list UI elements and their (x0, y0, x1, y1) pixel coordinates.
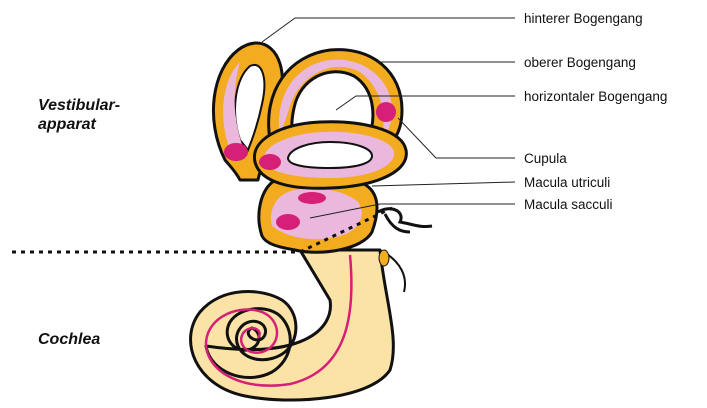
nerve (378, 209, 432, 292)
label-macula-sacculi: Macula sacculi (524, 197, 613, 212)
label-cochlea: Cochlea (38, 331, 100, 348)
label-vestibularapparat-line2: apparat (38, 116, 96, 133)
label-oberer-bogengang: oberer Bogengang (524, 55, 636, 70)
superior-ampulla (376, 102, 396, 122)
horizontal-ampulla (259, 154, 281, 170)
label-horizontaler-bogengang: horizontaler Bogengang (524, 89, 667, 104)
label-vestibularapparat-line1: Vestibular- (38, 97, 120, 114)
macula-utriculi-mark (298, 192, 326, 204)
label-cupula: Cupula (524, 151, 567, 166)
label-hinterer-bogengang: hinterer Bogengang (524, 11, 643, 26)
cochlea (191, 250, 394, 400)
label-macula-utriculi: Macula utriculi (524, 175, 610, 190)
posterior-ampulla (224, 143, 248, 161)
macula-sacculi-mark (276, 214, 300, 230)
horizontal-canal (254, 122, 406, 189)
